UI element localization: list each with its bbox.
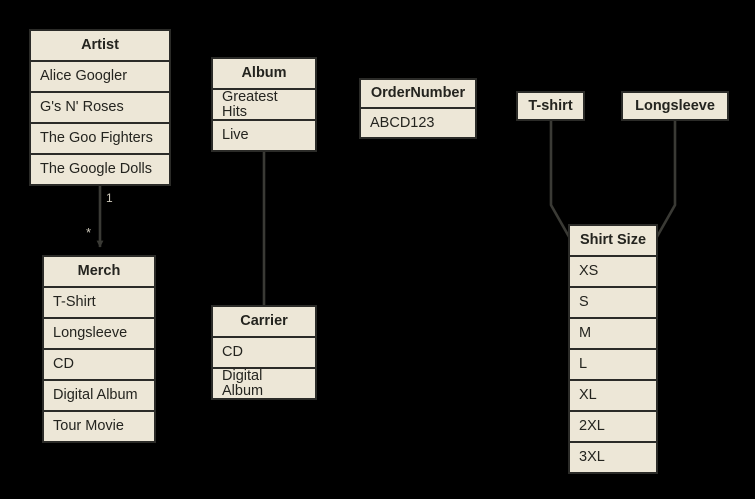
entity-artist-row[interactable]: Alice Googler xyxy=(31,62,169,91)
entity-merch-row[interactable]: Digital Album xyxy=(44,381,154,410)
entity-merch-row[interactable]: Tour Movie xyxy=(44,412,154,441)
entity-merch-header: Merch xyxy=(44,257,154,286)
entity-shirt-size-row[interactable]: XS xyxy=(570,257,656,286)
entity-shirt-size-row[interactable]: S xyxy=(570,288,656,317)
entity-shirt-size-row[interactable]: XL xyxy=(570,381,656,410)
edge-label-merch-multiplicity: * xyxy=(86,225,92,240)
entity-carrier-row[interactable]: Digital Album xyxy=(213,369,315,398)
entity-artist[interactable]: Artist Alice Googler G's N' Roses The Go… xyxy=(29,29,171,186)
entity-album[interactable]: Album Greatest Hits Live xyxy=(211,57,317,152)
entity-shirt-size-header: Shirt Size xyxy=(570,226,656,255)
entity-longsleeve[interactable]: Longsleeve xyxy=(621,91,729,121)
entity-carrier-header: Carrier xyxy=(213,307,315,336)
entity-album-header: Album xyxy=(213,59,315,88)
entity-order-number-header: OrderNumber xyxy=(361,80,475,107)
entity-order-number[interactable]: OrderNumber ABCD123 xyxy=(359,78,477,139)
entity-album-row[interactable]: Live xyxy=(213,121,315,150)
entity-merch-row[interactable]: Longsleeve xyxy=(44,319,154,348)
entity-artist-header: Artist xyxy=(31,31,169,60)
entity-merch-row[interactable]: T-Shirt xyxy=(44,288,154,317)
entity-order-number-row[interactable]: ABCD123 xyxy=(361,109,475,137)
entity-merch-row[interactable]: CD xyxy=(44,350,154,379)
entity-shirt-size-row[interactable]: L xyxy=(570,350,656,379)
entity-longsleeve-header: Longsleeve xyxy=(623,93,727,119)
entity-shirt-size-row[interactable]: 2XL xyxy=(570,412,656,441)
entity-t-shirt[interactable]: T-shirt xyxy=(516,91,585,121)
entity-artist-row[interactable]: The Goo Fighters xyxy=(31,124,169,153)
entity-album-row[interactable]: Greatest Hits xyxy=(213,90,315,119)
entity-shirt-size[interactable]: Shirt Size XS S M L XL 2XL 3XL xyxy=(568,224,658,474)
entity-artist-row[interactable]: G's N' Roses xyxy=(31,93,169,122)
entity-carrier-row[interactable]: CD xyxy=(213,338,315,367)
entity-shirt-size-row[interactable]: 3XL xyxy=(570,443,656,472)
entity-artist-row[interactable]: The Google Dolls xyxy=(31,155,169,184)
entity-merch[interactable]: Merch T-Shirt Longsleeve CD Digital Albu… xyxy=(42,255,156,443)
entity-carrier[interactable]: Carrier CD Digital Album xyxy=(211,305,317,400)
entity-shirt-size-row[interactable]: M xyxy=(570,319,656,348)
edge-label-artist-multiplicity: 1 xyxy=(106,191,113,205)
entity-t-shirt-header: T-shirt xyxy=(518,93,583,119)
